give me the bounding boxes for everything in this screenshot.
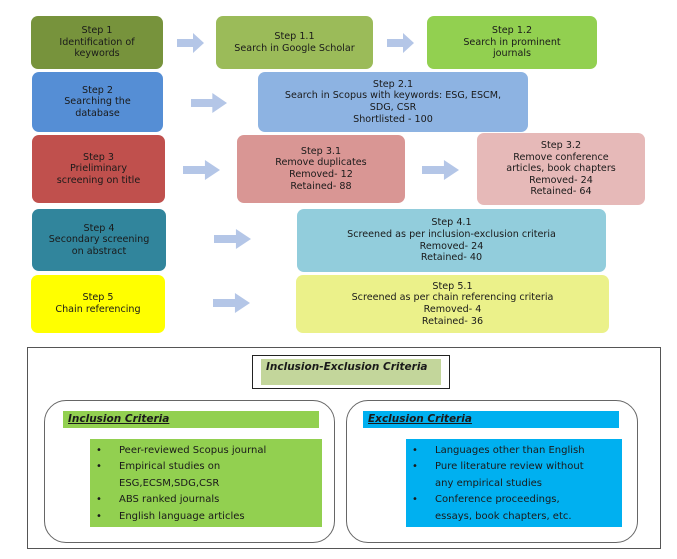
- inclusion-criteria-list: • Peer-reviewed Scopus journal • Empirical …: [90, 439, 322, 528]
- step-text-line: Prieliminary: [69, 163, 128, 175]
- arrow-right-icon: [177, 33, 204, 53]
- criteria-item-text: English language articles: [119, 510, 245, 522]
- exclusion-criteria-heading: Exclusion Criteria: [363, 411, 619, 428]
- criteria-item: • Languages other than English: [406, 443, 622, 459]
- step-text-line: Chain referencing: [55, 304, 141, 315]
- criteria-item-text: Pure literature review without: [435, 461, 584, 473]
- step-label: Step 3.1: [300, 145, 342, 157]
- step-text-line: on abstract: [71, 245, 127, 257]
- criteria-item-text: Conference proceedings,: [435, 494, 560, 506]
- criteria-item-text: any empirical studies: [435, 477, 543, 489]
- inclusion-criteria-box: Inclusion Criteria • Peer-reviewed Scopus…: [44, 400, 335, 543]
- criteria-title: Inclusion-Exclusion Criteria: [266, 361, 428, 373]
- step-label: Step 3.2: [540, 140, 582, 152]
- arrow-right-icon: [183, 160, 220, 180]
- step-text-line: Removed- 24: [529, 174, 593, 186]
- arrow-right-icon: [422, 160, 459, 180]
- step-label: Step 2: [82, 84, 113, 96]
- criteria-item: • Empirical studies on ESG,ECSM,SDG,CSR: [90, 459, 322, 492]
- step-label: Step 1.2: [491, 25, 533, 37]
- step-label: Step 1: [81, 25, 113, 37]
- bullet-icon: •: [412, 494, 418, 506]
- criteria-title-fill: [261, 359, 441, 385]
- step-text-line: Removed- 12: [289, 169, 353, 180]
- step-label: Step 5: [82, 292, 114, 304]
- step-text-line: Search in prominent: [463, 36, 561, 48]
- criteria-item-text: ESG,ECSM,SDG,CSR: [119, 477, 220, 489]
- step-label: Step 4.1: [431, 217, 472, 229]
- step-text-line: Remove duplicates: [275, 157, 367, 169]
- criteria-item-text: Languages other than English: [435, 445, 585, 456]
- step-text-line: Screened as per inclusion-exclusion crit…: [347, 228, 556, 240]
- arrow-right-icon: [191, 93, 227, 113]
- step-text-line: Shortlisted - 100: [353, 113, 433, 125]
- step-text-line: SDG, CSR: [369, 102, 417, 113]
- criteria-item: • Conference proceedings, essays, book cha…: [406, 492, 622, 525]
- step-text-line: Identification of: [59, 36, 135, 48]
- step-label: Step 1.1: [274, 30, 315, 42]
- criteria-item-text: Empirical studies on: [119, 461, 221, 473]
- exclusion-criteria-list: • Languages other than English • Pure liter…: [406, 439, 622, 528]
- inclusion-criteria-heading: Inclusion Criteria: [63, 411, 319, 428]
- criteria-item-text: Peer-reviewed Scopus journal: [119, 445, 267, 456]
- step-text-line: Retained- 36: [421, 315, 484, 327]
- step-text-line: articles, book chapters: [506, 163, 616, 175]
- criteria-item: • Peer-reviewed Scopus journal: [90, 443, 322, 459]
- criteria-item: • English language articles: [90, 509, 322, 525]
- step-text-line: keywords: [74, 48, 120, 60]
- step-text-line: Retained- 40: [420, 252, 483, 264]
- criteria-title-box: Inclusion-Exclusion Criteria: [252, 355, 450, 389]
- arrow-right-icon: [213, 293, 250, 313]
- criteria-item: • Pure literature review without any empir…: [406, 459, 622, 492]
- step-text-line: journals: [492, 48, 531, 60]
- step-label: Step 5.1: [432, 280, 473, 292]
- bullet-icon: •: [96, 510, 102, 522]
- step-text-line: database: [75, 107, 120, 119]
- criteria-panel: [27, 347, 661, 549]
- criteria-item-text: ABS ranked journals: [119, 494, 220, 506]
- step-label: Step 3: [83, 151, 114, 163]
- criteria-item-text: essays, book chapters, etc.: [435, 510, 572, 522]
- step-text-line: Secondary screening: [48, 234, 150, 246]
- bullet-icon: •: [96, 445, 102, 456]
- bullet-icon: •: [96, 461, 102, 473]
- arrow-right-icon: [387, 33, 414, 53]
- arrow-right-icon: [214, 229, 251, 249]
- step-text-line: screening on title: [56, 174, 141, 186]
- step-text-line: Removed- 4: [423, 304, 482, 315]
- step-label: Step 2.1: [372, 78, 414, 90]
- step-text-line: Screened as per chain referencing criter…: [351, 292, 554, 304]
- step-text-line: Search in Google Scholar: [234, 42, 355, 54]
- step-text-line: Retained- 64: [530, 186, 592, 198]
- step-text-line: Searching the: [64, 96, 131, 108]
- step-text-line: Remove conference: [513, 151, 609, 163]
- bullet-icon: •: [412, 461, 418, 473]
- step-text-line: Retained- 88: [290, 180, 352, 192]
- exclusion-criteria-box: Exclusion Criteria • Languages other than…: [346, 400, 638, 543]
- criteria-item: • ABS ranked journals: [90, 492, 322, 508]
- step-text-line: Search in Scopus with keywords: ESG, ESC…: [284, 90, 502, 102]
- step-label: Step 4: [83, 222, 115, 234]
- bullet-icon: •: [96, 494, 102, 506]
- bullet-icon: •: [412, 445, 418, 456]
- step-text-line: Removed- 24: [419, 240, 484, 252]
